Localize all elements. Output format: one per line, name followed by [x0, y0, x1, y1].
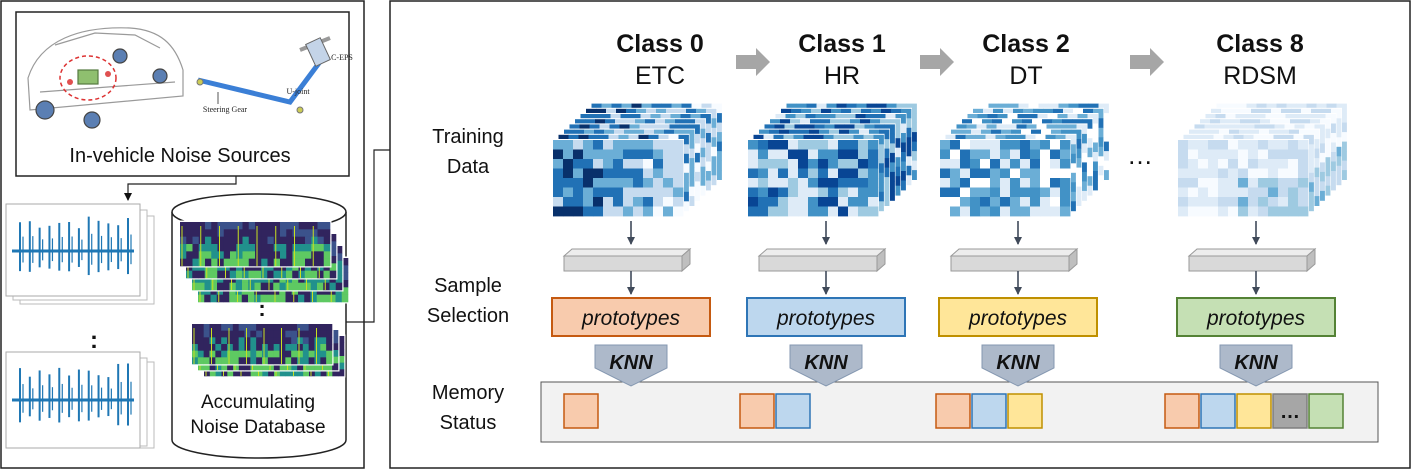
- row-label-training-2: Data: [447, 156, 490, 178]
- row-label-selection-1: Sample: [434, 275, 502, 297]
- knn-arrow: [981, 344, 1055, 387]
- steering-gear-label: Steering Gear: [203, 105, 248, 114]
- memory-slot: [1236, 393, 1272, 429]
- row-label-memory-1: Memory: [432, 382, 504, 404]
- noise-database: : Accumulating Noise Database: [171, 193, 350, 459]
- memory-slots: [563, 393, 599, 429]
- class-title: Class 0: [616, 30, 704, 58]
- sample-selector-block: [757, 247, 887, 273]
- ujoint-label: U-joint: [286, 87, 310, 96]
- database-label-line1: Accumulating: [201, 392, 315, 413]
- row-label-memory-2: Status: [440, 412, 497, 434]
- memory-slot: [1007, 393, 1043, 429]
- class-name: HR: [824, 62, 860, 90]
- steering-illustration: C-EPS U-joint Steering Gear: [196, 36, 353, 114]
- training-data-stack: [747, 102, 918, 217]
- memory-slots: [739, 393, 811, 429]
- left-panel: C-EPS U-joint Steering Gear In-vehicle N…: [0, 0, 365, 469]
- right-panel: Training Data Sample Selection Memory St…: [389, 0, 1411, 469]
- knn-label: KNN: [804, 352, 848, 374]
- class-name: RDSM: [1223, 62, 1297, 90]
- class-name: ETC: [635, 62, 685, 90]
- class-progress-arrows: [736, 48, 1164, 76]
- class-arrow-0-1: [736, 48, 770, 76]
- memory-slot: [563, 393, 599, 429]
- memory-slots: …: [1164, 393, 1344, 429]
- memory-slot: [1308, 393, 1344, 429]
- row-label-selection-2: Selection: [427, 305, 509, 327]
- memory-slot: [775, 393, 811, 429]
- memory-slot: [971, 393, 1007, 429]
- sample-selector-block: [1187, 247, 1317, 273]
- memory-slot: [935, 393, 971, 429]
- class-title: Class 1: [798, 30, 886, 58]
- memory-slot: [739, 393, 775, 429]
- knn-label: KNN: [609, 352, 653, 374]
- knn-arrow: [1219, 344, 1293, 387]
- prototypes-box: [746, 297, 906, 337]
- memory-slots: [935, 393, 1043, 429]
- row-label-training-1: Training: [432, 126, 504, 148]
- knn-arrow: [594, 344, 668, 387]
- noise-sources-box: C-EPS U-joint Steering Gear In-vehicle N…: [15, 11, 353, 177]
- waveform-stack-bottom: [5, 351, 155, 449]
- sources-to-waveforms-arrow: [124, 176, 237, 201]
- memory-slot: [1272, 393, 1308, 429]
- knn-label: KNN: [1234, 352, 1278, 374]
- prototypes-label: prototypes: [1206, 307, 1306, 330]
- prototypes-box: [551, 297, 711, 337]
- classes-ellipsis: …: [1127, 140, 1153, 170]
- knn-arrow: [789, 344, 863, 387]
- waveform-ellipsis: :: [90, 327, 98, 354]
- prototypes-box: [1176, 297, 1336, 337]
- class-arrow-1-2: [920, 48, 954, 76]
- prototypes-label: prototypes: [776, 307, 876, 330]
- prototypes-box: [938, 297, 1098, 337]
- sample-selector-block: [562, 247, 692, 273]
- database-to-training-arrow: [346, 146, 399, 323]
- prototypes-label: prototypes: [581, 307, 681, 330]
- noise-sources-label: In-vehicle Noise Sources: [69, 145, 290, 167]
- prototypes-label: prototypes: [968, 307, 1068, 330]
- ceps-label: C-EPS: [331, 53, 353, 62]
- class-title: Class 2: [982, 30, 1070, 58]
- car-illustration: [27, 27, 184, 129]
- class-arrow-2-8: [1130, 48, 1164, 76]
- knn-label: KNN: [996, 352, 1040, 374]
- database-ellipsis: :: [258, 296, 265, 321]
- class-title: Class 8: [1216, 30, 1304, 58]
- training-data-stack: [1177, 102, 1348, 217]
- sample-selector-block: [949, 247, 1079, 273]
- memory-ellipsis: …: [1280, 401, 1300, 423]
- training-data-stack: [939, 102, 1110, 217]
- memory-slot: [1164, 393, 1200, 429]
- class-column-3: Class 8 RDSM prototypesKNN …: [1164, 30, 1348, 429]
- database-label-line2: Noise Database: [190, 417, 325, 438]
- waveform-stack-top: [5, 203, 155, 305]
- training-data-stack: [552, 102, 723, 217]
- class-name: DT: [1009, 62, 1042, 90]
- memory-slot: [1200, 393, 1236, 429]
